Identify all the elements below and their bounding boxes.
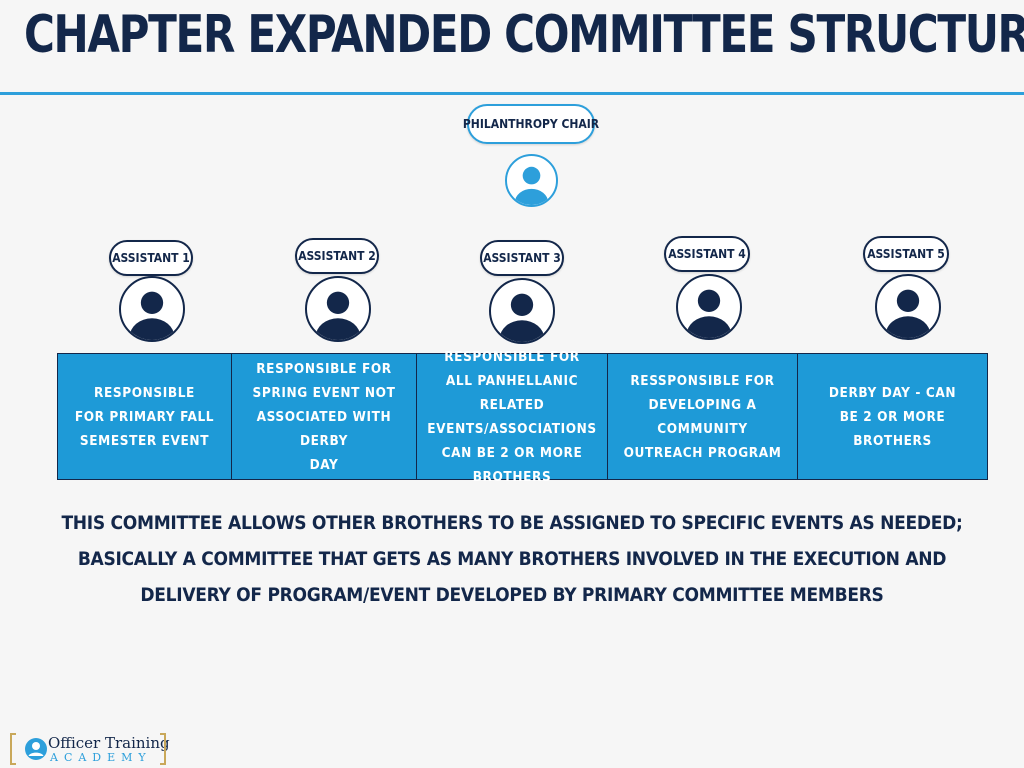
- logo-name: Officer Training: [48, 734, 170, 752]
- logo-bracket-right: [160, 733, 166, 765]
- person-avatar-icon: [129, 291, 175, 340]
- logo-subtitle: ACADEMY: [50, 751, 152, 764]
- assistant-2-label: ASSISTANT 2: [295, 238, 379, 274]
- title-divider: [0, 92, 1024, 95]
- person-avatar-icon: [315, 291, 361, 340]
- assistant-4-label: ASSISTANT 4: [664, 236, 750, 272]
- assistant-3-avatar: [489, 278, 555, 344]
- assistant-1-description: RESPONSIBLE FOR PRIMARY FALL SEMESTER EV…: [58, 354, 232, 479]
- assistant-4-description: RESSPONSIBLE FOR DEVELOPING A COMMUNITY …: [608, 354, 798, 479]
- assistant-5-label: ASSISTANT 5: [863, 236, 949, 272]
- person-avatar-icon: [499, 293, 545, 342]
- description-text: DERBY DAY - CAN BE 2 OR MORE BROTHERS: [828, 384, 957, 449]
- assistant-1-avatar: [119, 276, 185, 342]
- description-text: RESSPONSIBLE FOR DEVELOPING A COMMUNITY …: [623, 372, 782, 461]
- description-text: RESPONSIBLE FOR SPRING EVENT NOT ASSOCIA…: [252, 360, 396, 473]
- assistant-3-description: RESPONSIBLE FOR ALL PANHELLANIC RELATED …: [417, 349, 608, 485]
- page-title: CHAPTER EXPANDED COMMITTEE STRUCTURE: [24, 5, 1024, 65]
- officer-training-academy-logo: Officer Training ACADEMY: [10, 733, 170, 767]
- chair-label-text: PHILANTHROPY CHAIR: [462, 117, 600, 131]
- person-badge-icon: [25, 738, 47, 760]
- assistant-label-text: ASSISTANT 2: [298, 249, 376, 263]
- person-avatar-icon: [514, 166, 549, 205]
- assistant-5-description: DERBY DAY - CAN BE 2 OR MORE BROTHERS: [798, 354, 987, 479]
- person-avatar-icon: [885, 289, 931, 338]
- assistant-label-text: ASSISTANT 4: [668, 247, 746, 261]
- description-text: RESPONSIBLE FOR PRIMARY FALL SEMESTER EV…: [74, 384, 215, 449]
- person-avatar-icon: [686, 289, 732, 338]
- logo-bracket-left: [10, 733, 16, 765]
- assistant-1-label: ASSISTANT 1: [109, 240, 193, 276]
- assistant-5-avatar: [875, 274, 941, 340]
- responsibilities-row: RESPONSIBLE FOR PRIMARY FALL SEMESTER EV…: [57, 349, 988, 485]
- description-text: RESPONSIBLE FOR ALL PANHELLANIC RELATED …: [427, 348, 597, 485]
- assistant-2-avatar: [305, 276, 371, 342]
- assistant-label-text: ASSISTANT 5: [867, 247, 945, 261]
- assistant-2-description: RESPONSIBLE FOR SPRING EVENT NOT ASSOCIA…: [232, 354, 417, 479]
- assistant-4-avatar: [676, 274, 742, 340]
- chair-label: PHILANTHROPY CHAIR: [463, 104, 599, 144]
- assistant-3-label: ASSISTANT 3: [480, 240, 564, 276]
- chair-avatar: [505, 154, 558, 207]
- assistant-label-text: ASSISTANT 3: [483, 251, 561, 265]
- committee-note: THIS COMMITTEE ALLOWS OTHER BROTHERS TO …: [61, 512, 963, 606]
- assistant-label-text: ASSISTANT 1: [112, 251, 190, 265]
